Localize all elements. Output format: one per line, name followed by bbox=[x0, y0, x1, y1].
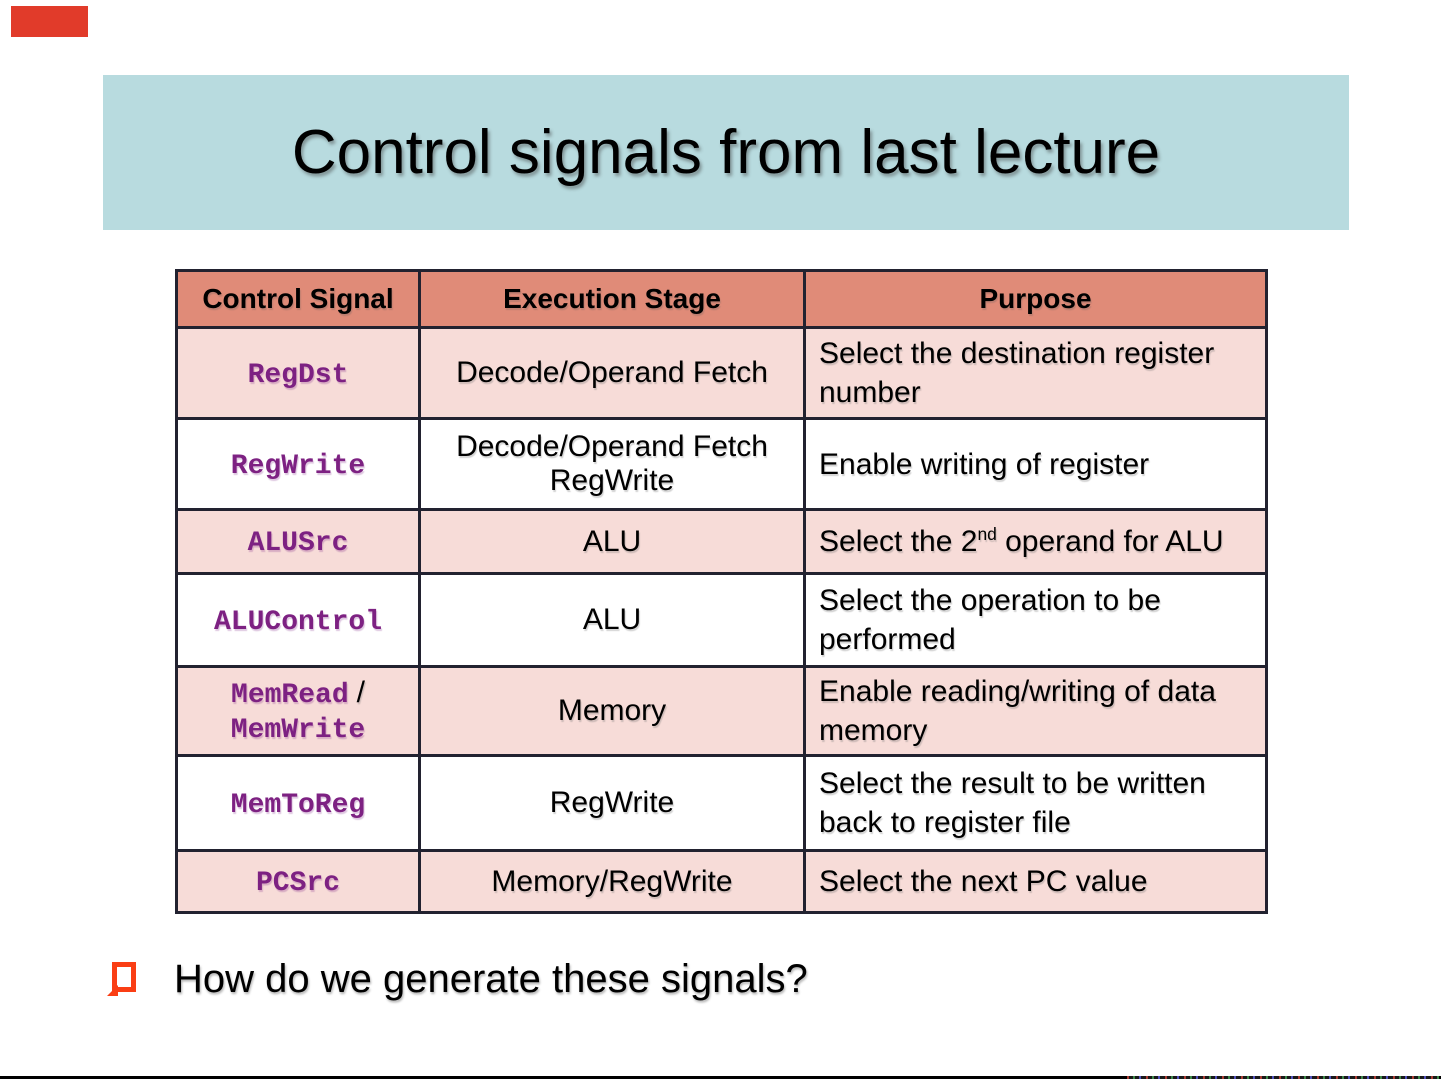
control-signal-name: PCSrc bbox=[255, 868, 340, 899]
table-row-memread-memwrite: MemRead/ MemWrite Memory Enable reading/… bbox=[175, 665, 1268, 757]
control-signal-name: MemRead bbox=[231, 680, 349, 711]
table-row-pcsrc: PCSrc Memory/RegWrite Select the next PC… bbox=[175, 849, 1268, 914]
footer-fine-print bbox=[1127, 1076, 1439, 1079]
stage-cell: Decode/Operand Fetch RegWrite bbox=[418, 417, 806, 511]
signal-cell: MemRead/ MemWrite bbox=[175, 665, 421, 757]
stage-cell: Memory/RegWrite bbox=[418, 849, 806, 914]
signal-cell: RegDst bbox=[175, 326, 421, 420]
ordinal-superscript: nd bbox=[977, 524, 997, 544]
signal-separator: / bbox=[356, 676, 365, 709]
control-signal-name: MemToReg bbox=[230, 789, 366, 821]
control-signals-table: Control Signal Execution Stage Purpose R… bbox=[175, 269, 1268, 914]
purpose-cell: Enable reading/writing of data memory bbox=[803, 665, 1268, 757]
purpose-cell: Enable writing of register bbox=[803, 417, 1268, 511]
signal-cell: MemToReg bbox=[175, 754, 421, 852]
purpose-cell: Select the destination register number bbox=[803, 326, 1268, 420]
control-signals-table-wrap: Control Signal Execution Stage Purpose R… bbox=[175, 269, 1268, 914]
table-row-memtoreg: MemToReg RegWrite Select the result to b… bbox=[175, 754, 1268, 852]
control-signal-name: MemWrite bbox=[230, 715, 366, 746]
table-row-regwrite: RegWrite Decode/Operand Fetch RegWrite E… bbox=[175, 417, 1268, 511]
stage-line-2: RegWrite bbox=[549, 464, 675, 497]
bullet-question: How do we generate these signals? bbox=[174, 957, 808, 1001]
column-header-control-signal: Control Signal bbox=[175, 269, 421, 329]
title-banner: Control signals from last lecture bbox=[103, 75, 1349, 230]
red-marker bbox=[11, 6, 88, 37]
column-header-execution-stage: Execution Stage bbox=[418, 269, 806, 329]
table-header-row: Control Signal Execution Stage Purpose bbox=[175, 269, 1268, 329]
stage-cell: ALU bbox=[418, 572, 806, 668]
control-signal-name: RegWrite bbox=[230, 450, 366, 482]
column-header-purpose: Purpose bbox=[803, 269, 1268, 329]
signal-cell: ALUSrc bbox=[175, 508, 421, 575]
stage-cell: Decode/Operand Fetch bbox=[418, 326, 806, 420]
page-title: Control signals from last lecture bbox=[291, 118, 1161, 187]
purpose-cell: Select the 2nd operand for ALU bbox=[803, 508, 1268, 575]
signal-cell: RegWrite bbox=[175, 417, 421, 511]
footer-line bbox=[0, 1076, 1441, 1079]
control-signal-name: ALUSrc bbox=[247, 528, 349, 559]
signal-line-2: MemWrite bbox=[180, 711, 417, 746]
purpose-text: Select the 2 bbox=[819, 525, 978, 558]
signal-cell: PCSrc bbox=[175, 849, 421, 914]
table-row-alusrc: ALUSrc ALU Select the 2nd operand for AL… bbox=[175, 508, 1268, 575]
table-row-alucontrol: ALUControl ALU Select the operation to b… bbox=[175, 572, 1268, 668]
stage-cell: Memory bbox=[418, 665, 806, 757]
stage-line-1: Decode/Operand Fetch bbox=[456, 430, 768, 463]
control-signal-name: RegDst bbox=[247, 359, 349, 391]
stage-cell: RegWrite bbox=[418, 754, 806, 852]
purpose-cell: Select the operation to be performed bbox=[803, 572, 1268, 668]
purpose-cell: Select the result to be written back to … bbox=[803, 754, 1268, 852]
stage-cell: ALU bbox=[418, 508, 806, 575]
table-row-regdst: RegDst Decode/Operand Fetch Select the d… bbox=[175, 326, 1268, 420]
signal-line-1: MemRead/ bbox=[180, 676, 417, 711]
purpose-text: operand for ALU bbox=[996, 525, 1224, 558]
square-bullet-icon bbox=[107, 962, 136, 996]
control-signal-name: ALUControl bbox=[213, 606, 383, 638]
signal-cell: ALUControl bbox=[175, 572, 421, 668]
purpose-cell: Select the next PC value bbox=[803, 849, 1268, 914]
